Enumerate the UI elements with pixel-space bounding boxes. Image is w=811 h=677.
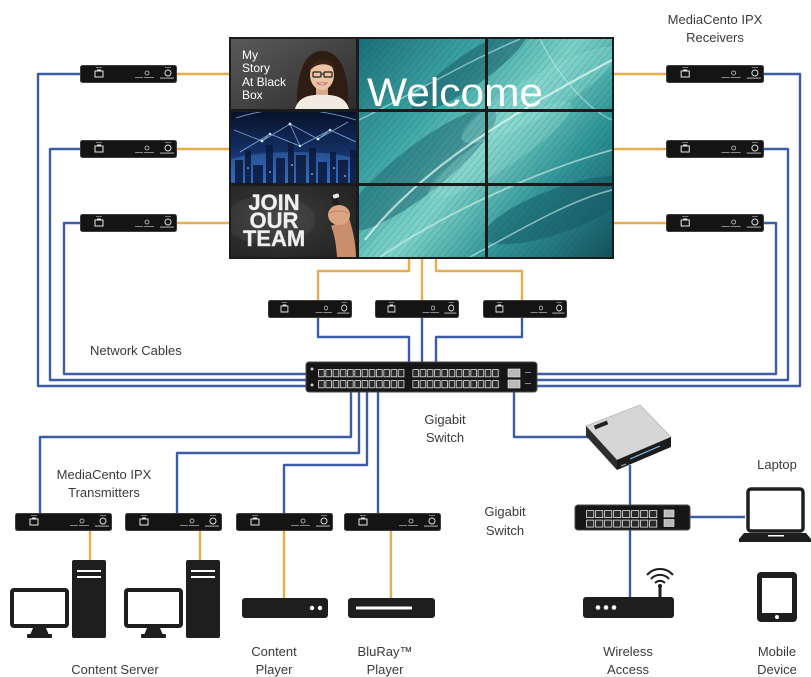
story-tile: My Story At Black Box (231, 39, 356, 109)
network-cable (282, 392, 369, 513)
network-cables (36, 72, 802, 597)
wireless-access-label: Wireless (603, 644, 653, 659)
receivers-label: MediaCento IPX (668, 12, 763, 27)
switch-ports (412, 369, 500, 389)
join-line: TEAM (243, 226, 305, 251)
network-cable (434, 318, 524, 362)
brand-logo (593, 420, 609, 430)
transmitter-box (15, 513, 112, 531)
controller-device (585, 404, 672, 470)
transmitters (15, 513, 441, 531)
monitor-icon (10, 588, 69, 628)
laptop-label: Laptop (757, 457, 797, 472)
network-cable (36, 72, 306, 388)
sfp-port (507, 379, 521, 389)
mobile-device-label: Device (757, 662, 797, 677)
sfp-port (663, 519, 675, 527)
network-cables-label: Network Cables (90, 343, 182, 358)
tower-icon (186, 560, 220, 638)
wall-bezels (229, 37, 614, 259)
video-cable (316, 259, 411, 300)
network-cable (38, 392, 353, 513)
join-team-tile: JOIN OUR TEAM (231, 186, 356, 257)
main-switch-label: Gigabit (424, 412, 466, 427)
computer-icon (124, 560, 220, 638)
transmitters-label: MediaCento IPX (57, 467, 152, 482)
receiver-box (268, 300, 352, 318)
transmitter-box (236, 513, 333, 531)
content-server-label: Content Server (71, 662, 159, 677)
welcome-text: Welcome (367, 71, 543, 115)
gigabit-switch-secondary (574, 504, 691, 531)
computer-icon (10, 560, 106, 638)
wireless-access-label: Access (607, 662, 649, 677)
network-cable (316, 318, 411, 362)
receiver-box (80, 214, 177, 232)
tower-icon (72, 560, 106, 638)
transmitters-label: Transmitters (68, 485, 140, 500)
receiver-box (483, 300, 567, 318)
laptop-icon (739, 487, 811, 542)
second-switch-label: Gigabit (484, 504, 526, 519)
receiver-box (666, 214, 764, 232)
receiver-box (80, 65, 177, 83)
second-switch-label: Switch (486, 523, 524, 538)
bluray-player-icon (348, 598, 435, 618)
network-cable (62, 221, 306, 376)
switch-ports (586, 510, 658, 529)
wireless-router-icon (583, 568, 674, 618)
content-player-label: Player (256, 662, 294, 677)
receivers-label: Receivers (686, 30, 744, 45)
city-network-tile (231, 112, 356, 183)
monitor-icon (124, 588, 183, 628)
transmitter-box (344, 513, 441, 531)
tablet-icon (757, 572, 797, 622)
network-cable (537, 72, 802, 388)
video-cable (434, 259, 524, 300)
join-line: JOIN (248, 190, 299, 215)
story-line: Box (242, 88, 263, 102)
video-wall: My Story At Black Box (229, 37, 614, 259)
receiver-box (80, 140, 177, 158)
labels: MediaCento IPX Receivers Network Cables … (57, 12, 797, 677)
sfp-port (663, 509, 675, 518)
network-cable (537, 221, 778, 376)
gigabit-switch-main (305, 361, 538, 393)
receiver-box (666, 65, 764, 83)
content-player-label: Content (251, 644, 297, 659)
join-line: OUR (250, 208, 299, 233)
wifi-icon (654, 579, 666, 584)
network-cable (537, 147, 790, 382)
receiver-box (666, 140, 764, 158)
bluray-player-label: Player (367, 662, 405, 677)
receiver-box (375, 300, 459, 318)
video-cables (88, 72, 666, 598)
story-line: Story (242, 61, 270, 75)
transmitter-box (125, 513, 222, 531)
network-cable (512, 392, 590, 439)
sfp-port (507, 368, 521, 378)
bluray-player-label: BluRay™ (358, 644, 413, 659)
story-line: My (242, 48, 258, 62)
story-line: At Black (242, 75, 287, 89)
main-switch-label: Switch (426, 430, 464, 445)
mobile-device-label: Mobile (758, 644, 796, 659)
switch-ports (318, 369, 405, 389)
network-cable (175, 392, 361, 513)
network-cable (48, 147, 306, 382)
content-player-icon (242, 598, 328, 618)
